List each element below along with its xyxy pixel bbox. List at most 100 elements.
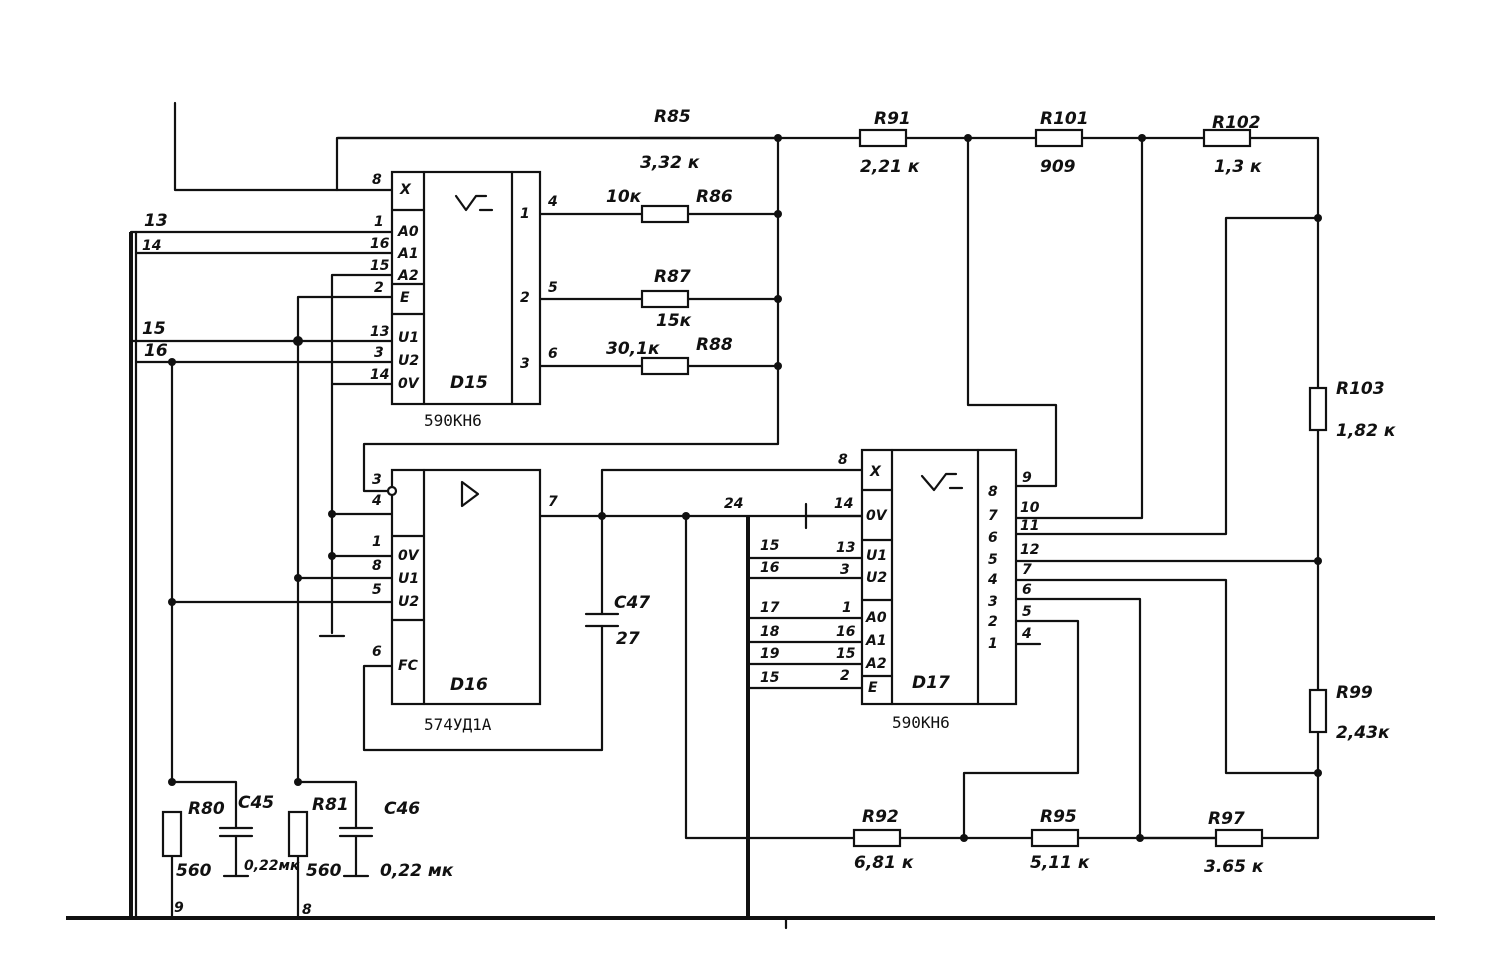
d15-ref: D15 (450, 373, 488, 393)
d17-out-label: 5 (988, 552, 998, 568)
pin-number: 2 (374, 280, 384, 296)
pin-number: 4 (1021, 626, 1032, 642)
d15-pin-label: A2 (397, 268, 419, 284)
d16-ref: D16 (450, 675, 488, 695)
d15-out-label: 3 (520, 356, 530, 372)
resistor-ref: R86 (696, 187, 733, 207)
resistor-ref: R101 (1040, 109, 1089, 129)
resistor-value: 1,82 к (1336, 421, 1396, 441)
capacitor-ref: C45 (238, 793, 274, 813)
bus-label: 16 (760, 560, 780, 576)
resistor-value: 15к (656, 311, 692, 331)
d17-pin-label: U2 (866, 570, 887, 586)
resistor-ref: R87 (654, 267, 691, 287)
pin-number: 14 (834, 496, 853, 512)
d15-pin-label: U1 (398, 330, 419, 346)
resistor-r81: R81 560 (287, 795, 349, 881)
resistor-ref: R85 (654, 107, 691, 127)
resistor-ref: R88 (696, 335, 733, 355)
resistor-value: 1,3 к (1214, 157, 1262, 177)
capacitor-ref: C47 (614, 593, 650, 613)
bus-label: 18 (760, 624, 780, 640)
capacitor-c45: C45 0,22мк (218, 793, 300, 878)
resistor-r95: R95 5,11 к (1030, 807, 1090, 873)
resistor-ref: R99 (1336, 683, 1373, 703)
chip-d15: X A0 A1 A2 E U1 U2 0V 1 2 3 D15 590КН6 8… (370, 170, 558, 430)
d17-type: 590КН6 (892, 713, 950, 732)
pin-number: 13 (370, 324, 389, 340)
resistor-r85: R85 3,32 к (336, 107, 780, 173)
pin-number: 4 (371, 493, 382, 509)
resistor-ref: R102 (1212, 113, 1261, 133)
resistor-r86: R86 10к (606, 187, 733, 224)
pin-number: 7 (1022, 562, 1032, 578)
d15-pin-label: A1 (397, 246, 419, 262)
pin-number: 1 (372, 534, 382, 550)
d17-out-label: 2 (988, 614, 998, 630)
bus-label: 15 (760, 670, 780, 686)
resistor-value: 5,11 к (1030, 853, 1090, 873)
bus-labels: 13 14 15 16 24 15 16 17 18 19 15 9 8 (142, 211, 780, 918)
junctions (168, 134, 1322, 842)
d16-pin-label: U1 (398, 571, 419, 587)
pin-number: 5 (372, 582, 382, 598)
pin-number: 15 (370, 258, 390, 274)
resistor-r87: R87 15к (640, 267, 692, 331)
pin-number: 3 (372, 472, 382, 488)
pin-number: 16 (836, 624, 856, 640)
bus-label: 19 (760, 646, 780, 662)
capacitor-ref: C46 (384, 799, 420, 819)
d17-pin-label: U1 (866, 548, 887, 564)
d17-pin-label: A2 (865, 656, 887, 672)
d17-pin-label: A1 (865, 633, 887, 649)
d15-pin-label: U2 (398, 353, 419, 369)
d17-pin-label: A0 (865, 610, 887, 626)
resistor-value: 560 (306, 861, 342, 881)
resistor-ref: R81 (312, 795, 349, 815)
bus-label: 15 (142, 319, 166, 339)
d17-out-label: 8 (988, 484, 998, 500)
d15-pin-label: E (400, 290, 410, 306)
d15-pin-label: A0 (397, 224, 419, 240)
resistor-ref: R80 (188, 799, 225, 819)
pin-number: 14 (370, 367, 389, 383)
pin-number: 6 (372, 644, 382, 660)
bus-label: 9 (174, 900, 184, 916)
pin-number: 2 (840, 668, 850, 684)
bus-label: 16 (144, 341, 168, 361)
resistor-value: 560 (176, 861, 212, 881)
capacitor-value: 0,22 мк (380, 861, 454, 881)
pin-number: 13 (836, 540, 855, 556)
resistor-r80: R80 560 (161, 799, 225, 881)
d15-pin-label: X (399, 182, 412, 198)
d16-type: 574УД1А (424, 715, 492, 734)
pin-number: 10 (1020, 500, 1040, 516)
d17-out-label: 1 (988, 636, 998, 652)
resistor-value: 10к (606, 187, 642, 207)
pin-number: 8 (372, 172, 382, 188)
resistor-r92: R92 6,81 к (852, 807, 914, 873)
pin-number: 7 (548, 494, 558, 510)
d17-out-label: 6 (988, 530, 998, 546)
pin-number: 1 (842, 600, 852, 616)
resistor-r103: R103 1,82 к (1308, 379, 1396, 441)
bus-label: 13 (144, 211, 168, 231)
pin-number: 9 (1022, 470, 1032, 486)
chip-d16: 0V U1 U2 FC D16 574УД1А 3 4 1 8 5 6 7 (371, 468, 558, 734)
resistor-ref: R91 (874, 109, 911, 129)
resistor-value: 3.65 к (1204, 857, 1264, 877)
inverting-input-icon (386, 485, 398, 497)
d17-pin-label: 0V (866, 508, 888, 524)
pin-number: 6 (1022, 582, 1032, 598)
d15-out-label: 1 (520, 206, 530, 222)
bus-label: 24 (724, 496, 743, 512)
capacitor-c47: C47 27 (584, 593, 650, 649)
resistor-value: 2,21 к (860, 157, 920, 177)
resistor-value: 909 (1040, 157, 1076, 177)
resistor-r102: R102 1,3 к (1202, 113, 1262, 177)
pin-number: 8 (372, 558, 382, 574)
chip-d17: X 0V U1 U2 A0 A1 A2 E 8 7 6 5 4 3 2 1 D1… (834, 448, 1040, 732)
resistor-r99: R99 2,43к (1308, 683, 1390, 743)
d15-type: 590КН6 (424, 411, 482, 430)
